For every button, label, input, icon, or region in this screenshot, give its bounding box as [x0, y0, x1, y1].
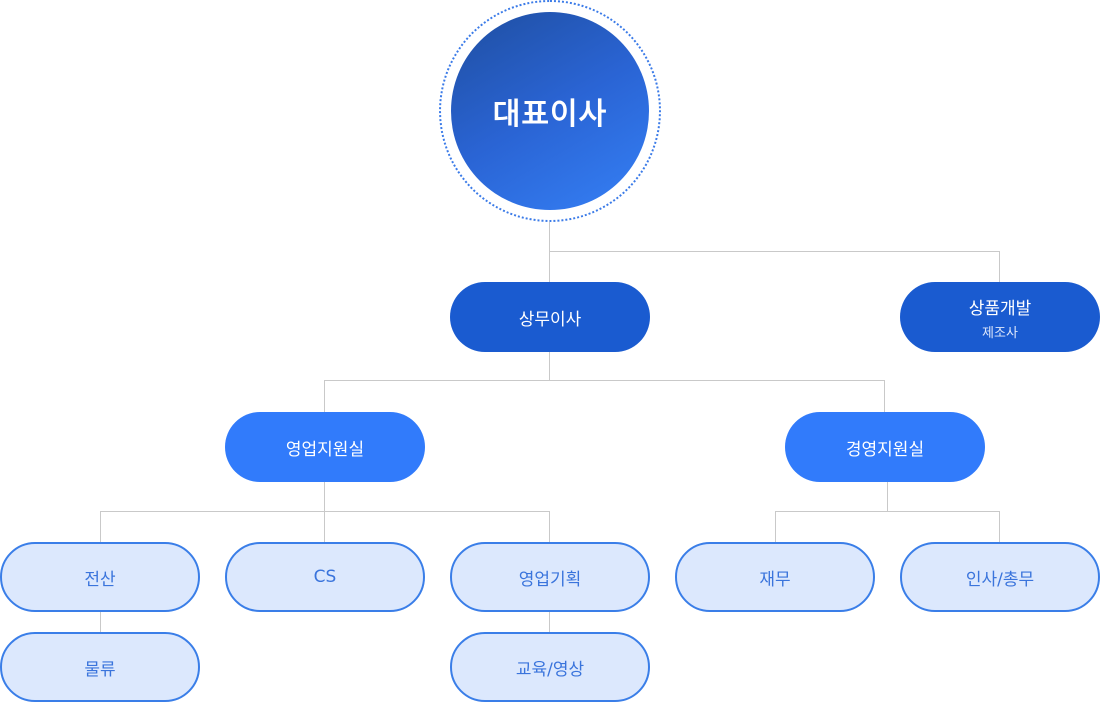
node-label: 경영지원실 [845, 439, 925, 460]
node-label: 영업지원실 [285, 439, 365, 460]
connector-to-hr [999, 511, 1000, 542]
node-label: 물류 [84, 659, 116, 680]
connector-sales-horizontal [100, 511, 550, 512]
ceo-node[interactable]: 대표이사 [451, 12, 649, 210]
finance-node[interactable]: 재무 [675, 542, 875, 612]
sales-support-node[interactable]: 영업지원실 [225, 412, 425, 482]
node-label: 인사/총무 [965, 569, 1035, 590]
connector-root-horizontal [549, 251, 1000, 252]
node-label: CS [313, 567, 337, 587]
hr-general-affairs-node[interactable]: 인사/총무 [900, 542, 1100, 612]
node-label: 상무이사 [518, 309, 582, 330]
connector-to-sales-planning [549, 511, 550, 542]
connector-root-down [549, 222, 550, 282]
node-label: 전산 [84, 569, 116, 590]
node-label: 교육/영상 [515, 659, 585, 680]
connector-to-sales-support [324, 380, 325, 412]
connector-management-horizontal [775, 511, 1000, 512]
connector-to-product-dev [999, 251, 1000, 282]
connector-managing-down [549, 352, 550, 381]
connector-level2-horizontal [324, 380, 885, 381]
ceo-node-ring [439, 0, 661, 222]
connector-sales-down [324, 482, 325, 542]
connector-to-it [100, 511, 101, 542]
sales-planning-node[interactable]: 영업기획 [450, 542, 650, 612]
connector-to-finance [775, 511, 776, 542]
node-label: 영업기획 [518, 569, 582, 590]
management-support-node[interactable]: 경영지원실 [785, 412, 985, 482]
connector-it-to-logistics [100, 612, 101, 632]
managing-director-node[interactable]: 상무이사 [450, 282, 650, 352]
node-sublabel: 제조사 [982, 325, 1018, 341]
cs-node[interactable]: CS [225, 542, 425, 612]
connector-management-down [887, 482, 888, 512]
node-label: 재무 [759, 569, 791, 590]
logistics-node[interactable]: 물류 [0, 632, 200, 702]
it-node[interactable]: 전산 [0, 542, 200, 612]
connector-planning-to-education [549, 612, 550, 632]
product-development-node[interactable]: 상품개발 제조사 [900, 282, 1100, 352]
connector-to-management-support [884, 380, 885, 412]
ceo-label: 대표이사 [492, 97, 608, 132]
education-media-node[interactable]: 교육/영상 [450, 632, 650, 702]
node-label: 상품개발 [968, 298, 1032, 319]
